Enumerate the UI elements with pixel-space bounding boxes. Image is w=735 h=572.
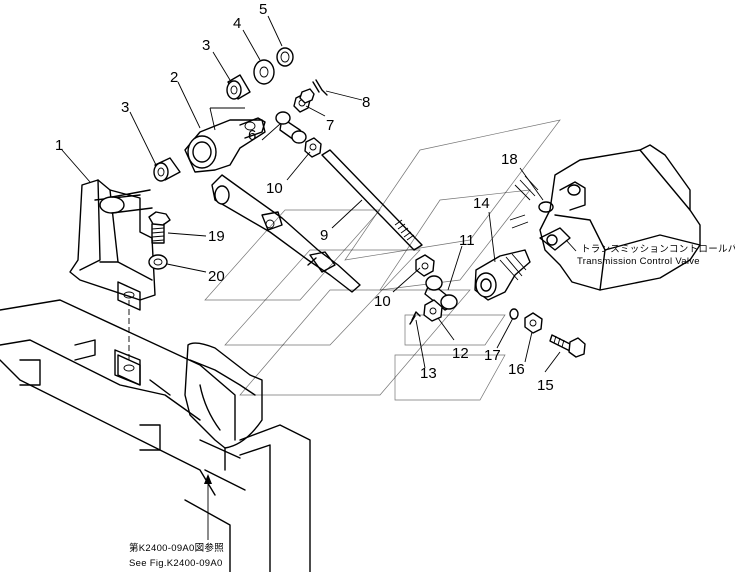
callout-13: 13 (420, 365, 437, 382)
transmission-control-valve (509, 144, 701, 291)
callout-18: 18 (501, 151, 518, 168)
callout-14: 14 (473, 195, 490, 212)
callout-1: 1 (55, 137, 63, 154)
callout-5: 5 (259, 1, 267, 18)
part-20-washer (148, 254, 168, 270)
part-11-link (424, 275, 458, 311)
part-15-bolt (549, 334, 586, 358)
callout-12: 12 (452, 345, 469, 362)
part-10-nut-lower (415, 254, 435, 277)
callout-9: 9 (320, 227, 328, 244)
part-9-rod (321, 149, 423, 251)
part-3-bushing-lower (153, 157, 181, 182)
valve-label-jp: トランスミッションコントロールバルブ (581, 243, 735, 255)
valve-label-en: Transmission Control Valve (577, 256, 700, 267)
callout-3-lower: 3 (121, 99, 129, 116)
part-13-cotter-pin (409, 311, 421, 325)
frame-base (0, 299, 311, 572)
callout-10-upper: 10 (266, 180, 283, 197)
callout-16: 16 (508, 361, 525, 378)
callout-10-lower: 10 (374, 293, 391, 310)
callout-2: 2 (170, 69, 178, 86)
callout-labels: 1 2 3 3 4 5 6 7 8 9 10 10 11 12 13 14 15… (55, 1, 554, 394)
valve-label: トランスミッションコントロールバルブ Transmission Control … (577, 243, 735, 267)
part-19-bolt (148, 211, 171, 244)
leader-lines (61, 15, 577, 540)
figure-reference: 第K2400-09A0図参照 See Fig.K2400-09A0 (129, 542, 224, 569)
part-14-valve-lever (474, 249, 531, 301)
part-7-nut (293, 88, 315, 113)
see-fig-en: See Fig.K2400-09A0 (129, 558, 223, 569)
callout-19: 19 (208, 228, 225, 245)
callout-11: 11 (459, 232, 475, 249)
part-4-washer (253, 59, 275, 85)
part-6-link (275, 111, 307, 144)
pedal-cover (184, 342, 263, 471)
part-8-cotter-pin (312, 79, 328, 96)
callout-3-upper: 3 (202, 37, 210, 54)
callout-15: 15 (537, 377, 554, 394)
part-12-nut (423, 299, 443, 322)
callout-8: 8 (362, 94, 370, 111)
part-10-nut-upper (304, 137, 322, 158)
callout-20: 20 (208, 268, 225, 285)
part-16-nut (524, 312, 543, 334)
part-2-arm (184, 107, 266, 173)
callout-17: 17 (484, 347, 501, 364)
watermark (204, 119, 561, 401)
part-17-washer (509, 308, 519, 320)
part-1-bracket (69, 179, 156, 386)
part-5-snap-ring (276, 47, 294, 67)
callout-7: 7 (326, 117, 334, 134)
callout-4: 4 (233, 15, 241, 32)
callout-6: 6 (248, 127, 256, 144)
see-fig-jp: 第K2400-09A0図参照 (129, 542, 224, 554)
part-3-bushing-upper (226, 74, 251, 100)
control-lever (211, 174, 361, 293)
